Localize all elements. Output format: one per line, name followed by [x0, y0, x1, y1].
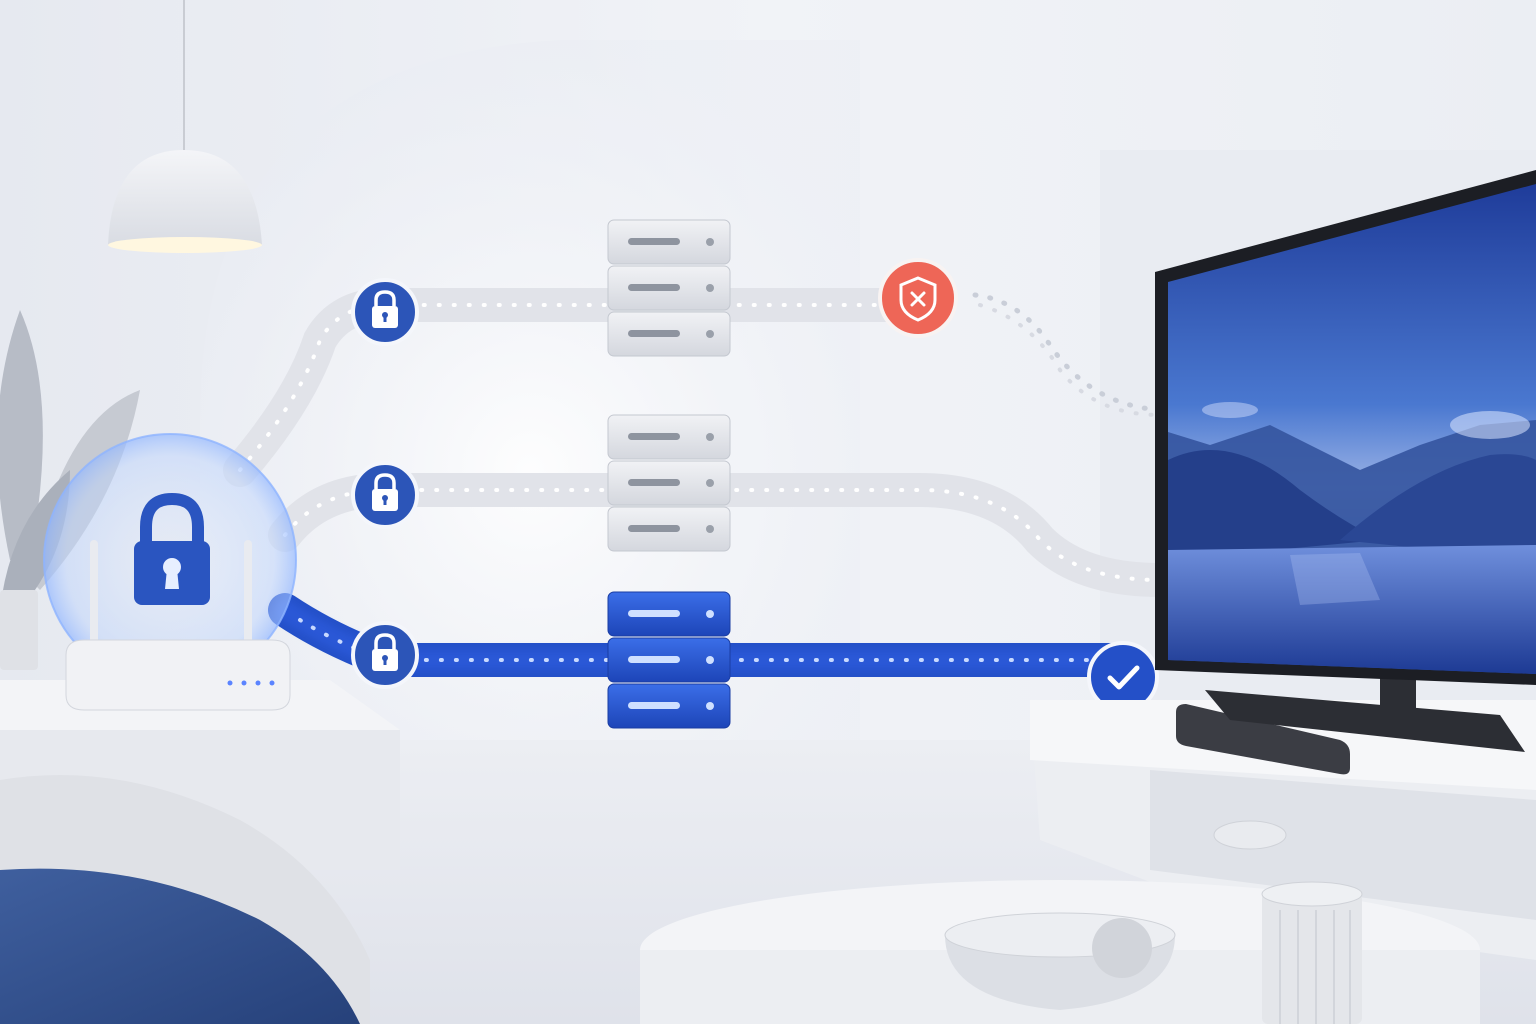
pendant-lamp	[108, 0, 262, 253]
lock-badge-middle	[351, 461, 419, 529]
smart-speaker	[1213, 820, 1287, 850]
shield-x-icon	[899, 276, 937, 322]
server-icon-active	[607, 591, 731, 729]
lock-icon	[372, 290, 398, 328]
lock-badge-bottom	[351, 621, 419, 689]
server-icon	[607, 219, 731, 357]
soundbar	[1176, 704, 1350, 775]
route-blocked-trail	[972, 292, 1163, 413]
bowl	[944, 912, 1176, 1010]
checkmark-icon	[1107, 665, 1140, 690]
sofa	[0, 775, 370, 1024]
lock-icon	[372, 633, 398, 671]
server-unit-1	[607, 219, 731, 265]
coffee-table	[640, 880, 1480, 1024]
vase	[1261, 881, 1363, 1024]
padlock-icon	[134, 492, 210, 605]
lock-icon	[372, 473, 398, 511]
tv-screen	[1168, 184, 1536, 674]
server-icon	[607, 414, 731, 552]
router	[43, 433, 297, 711]
lock-badge-top	[351, 278, 419, 346]
blocked-badge	[878, 258, 958, 338]
television	[1155, 170, 1536, 752]
